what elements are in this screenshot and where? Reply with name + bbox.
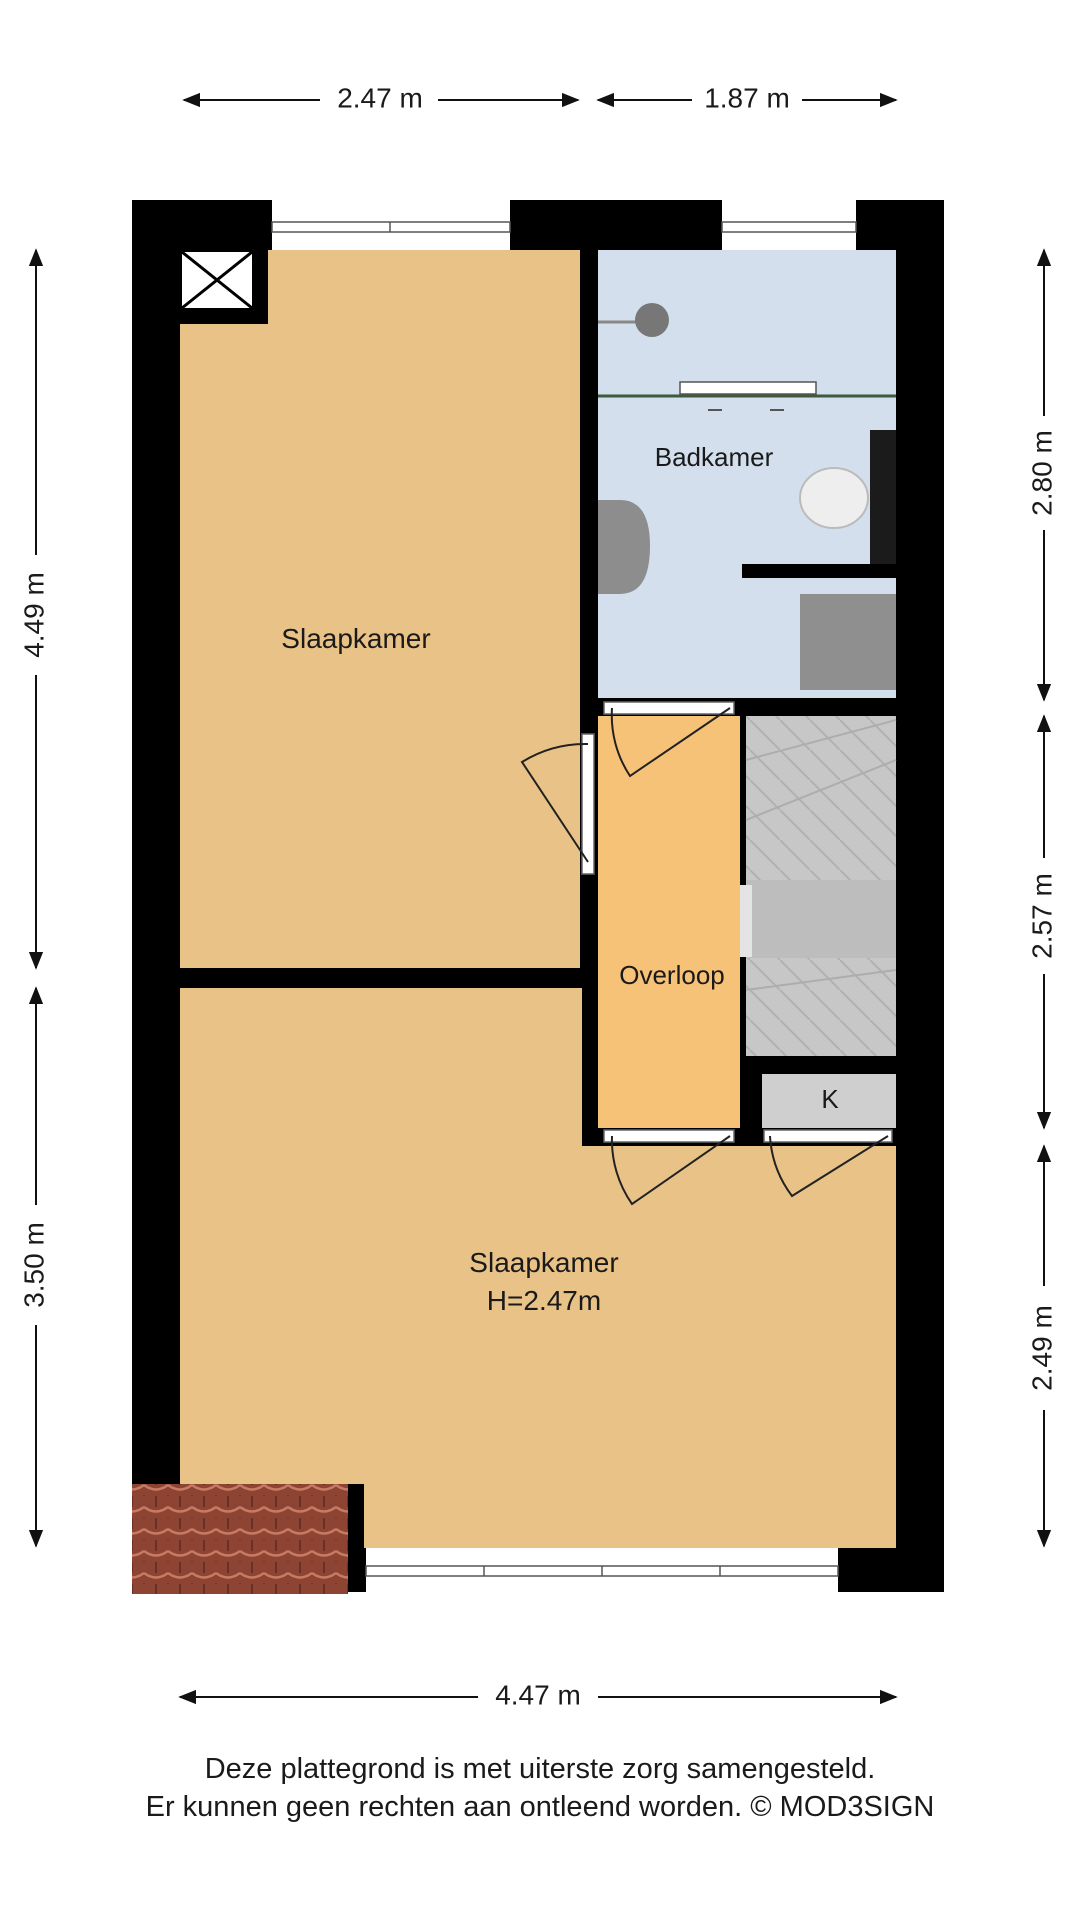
dimension-right-upper: 2.80 m	[1026, 248, 1057, 702]
door-swing-icon	[603, 1129, 735, 1206]
dimension-left-lower: 3.50 m	[18, 986, 49, 1548]
disclaimer: Deze plattegrond is met uiterste zorg sa…	[0, 1750, 1080, 1826]
sliding-door-icon	[679, 381, 817, 411]
door-swing-icon	[520, 733, 595, 875]
room-label-closet: K	[821, 1084, 839, 1114]
window-icon	[365, 1548, 839, 1594]
roof-tiles-icon	[132, 1484, 348, 1594]
toilet-tank	[870, 430, 896, 564]
dimension-left-upper: 4.49 m	[18, 248, 49, 970]
dimension-right-lower: 2.49 m	[1026, 1144, 1057, 1548]
window-icon	[271, 200, 511, 250]
dimension-top-right: 1.87 m	[596, 82, 898, 113]
dimension-bottom: 4.47 m	[178, 1679, 898, 1710]
room-height-label: H=2.47m	[487, 1285, 601, 1316]
door-swing-icon	[763, 1129, 893, 1198]
room-label-bedroom-bottom: Slaapkamer	[469, 1247, 618, 1278]
room-label-bathroom: Badkamer	[655, 442, 774, 472]
stairs-icon	[740, 719, 897, 991]
disclaimer-line-2: Er kunnen geen rechten aan ontleend word…	[145, 1791, 935, 1823]
closet-floor	[762, 1074, 896, 1128]
bath-partition	[742, 564, 896, 578]
bedroom-top-floor	[180, 250, 580, 968]
dimension-label: 3.50 m	[18, 1222, 49, 1308]
shower-icon	[598, 303, 669, 337]
landing-floor	[598, 716, 740, 1128]
dimension-label: 2.57 m	[1026, 873, 1057, 959]
dimension-label: 4.47 m	[495, 1679, 581, 1710]
dimension-label: 4.49 m	[18, 572, 49, 658]
sink-icon	[598, 500, 650, 594]
room-label-bedroom-top: Slaapkamer	[281, 623, 430, 654]
toilet-icon	[799, 467, 869, 529]
disclaimer-line-1: Deze plattegrond is met uiterste zorg sa…	[204, 1753, 876, 1785]
room-label-landing: Overloop	[619, 960, 725, 990]
bathtub-icon	[800, 594, 896, 690]
dimension-label: 2.47 m	[337, 82, 423, 113]
dimension-right-middle: 2.57 m	[1026, 714, 1057, 1130]
vent-shaft-icon	[181, 250, 253, 310]
dimension-label: 1.87 m	[704, 82, 790, 113]
door-swing-icon	[603, 701, 735, 778]
dimension-top-left: 2.47 m	[182, 82, 580, 113]
window-icon	[721, 200, 857, 250]
dimension-label: 2.80 m	[1026, 430, 1057, 516]
dimension-label: 2.49 m	[1026, 1305, 1057, 1391]
bedroom-bottom-floor	[180, 988, 896, 1548]
